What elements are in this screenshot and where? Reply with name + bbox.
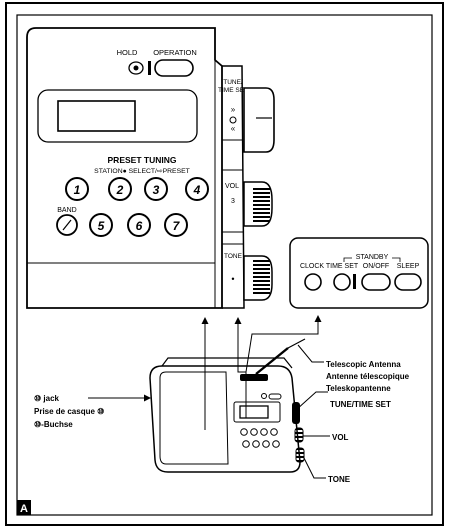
svg-text:1: 1 bbox=[74, 183, 81, 197]
hold-label: HOLD bbox=[117, 48, 138, 57]
tune-arrows-icon: » bbox=[231, 105, 236, 114]
vol-step-label: 3 bbox=[231, 198, 235, 205]
antenna-icon bbox=[255, 338, 306, 375]
jack-label-fr: Prise de casque ⑩ bbox=[34, 407, 104, 416]
section-letter-box bbox=[17, 500, 31, 515]
hold-indicator bbox=[148, 61, 151, 75]
inner-frame bbox=[16, 14, 433, 516]
tune-center-dot bbox=[229, 116, 237, 124]
tune-rocker-knob[interactable] bbox=[243, 87, 275, 153]
side-control-strip bbox=[222, 65, 245, 309]
standby-label: STANDBY bbox=[356, 254, 389, 261]
operation-button[interactable] bbox=[154, 59, 194, 77]
svg-text:6: 6 bbox=[136, 219, 143, 233]
preset-button-6[interactable]: 6 bbox=[127, 213, 151, 237]
vol-dial[interactable] bbox=[243, 181, 273, 227]
standby-bracket bbox=[343, 257, 401, 262]
vol-label: VOL bbox=[225, 183, 239, 190]
jack-label-de: ⑩-Buchse bbox=[34, 420, 73, 429]
svg-text:7: 7 bbox=[173, 219, 181, 233]
time-set-label: TIME SET bbox=[326, 263, 359, 270]
band-button[interactable] bbox=[56, 214, 78, 236]
svg-text:4: 4 bbox=[193, 183, 201, 197]
radio-front-panel bbox=[26, 27, 223, 309]
tone-label: TONE bbox=[224, 253, 243, 260]
lcd-display bbox=[37, 89, 198, 143]
sleep-label: SLEEP bbox=[397, 263, 420, 270]
tune-label-line1: TUNE/ bbox=[223, 79, 243, 86]
antenna-label-en: Telescopic Antenna bbox=[326, 360, 401, 369]
tone-callout: TONE bbox=[328, 475, 351, 484]
preset-tuning-title: PRESET TUNING bbox=[108, 155, 177, 165]
band-label: BAND bbox=[57, 207, 76, 214]
jack-label-en: ⑩ jack bbox=[34, 394, 60, 403]
on-off-label: ON/OFF bbox=[363, 263, 389, 270]
hold-switch[interactable] bbox=[128, 61, 144, 75]
svg-text:5: 5 bbox=[98, 219, 105, 233]
tone-dot-label: • bbox=[231, 274, 234, 284]
leader-antenna bbox=[297, 344, 324, 363]
preset-button-7[interactable]: 7 bbox=[164, 213, 188, 237]
leader-to-clock-panel bbox=[245, 315, 322, 373]
leader-to-side-panel bbox=[234, 317, 247, 418]
tune-arrows-left-icon: « bbox=[231, 124, 236, 133]
preset-button-4[interactable]: 4 bbox=[185, 177, 209, 201]
tone-dial[interactable] bbox=[243, 255, 273, 301]
clock-label: CLOCK bbox=[300, 263, 324, 270]
antenna-label-de: Teleskopantenne bbox=[326, 384, 391, 393]
preset-button-3[interactable]: 3 bbox=[144, 177, 168, 201]
operation-label: OPERATION bbox=[153, 48, 197, 57]
standby-indicator bbox=[353, 274, 356, 289]
svg-text:2: 2 bbox=[116, 183, 124, 197]
tune-label-line2: TIME SET bbox=[218, 87, 248, 94]
tune-time-set-callout: TUNE/TIME SET bbox=[330, 400, 391, 409]
section-letter: A bbox=[20, 503, 28, 515]
preset-tuning-subtitle: STATION● SELECT/⇨PRESET bbox=[94, 168, 190, 175]
on-off-button[interactable] bbox=[361, 273, 391, 291]
svg-text:3: 3 bbox=[153, 183, 160, 197]
clock-button[interactable] bbox=[304, 273, 322, 291]
time-set-button[interactable] bbox=[333, 273, 351, 291]
preset-button-2[interactable]: 2 bbox=[108, 177, 132, 201]
preset-button-1[interactable]: 1 bbox=[65, 177, 89, 201]
leader-tune-time-set bbox=[295, 391, 328, 411]
leader-tone bbox=[303, 457, 326, 479]
preset-button-5[interactable]: 5 bbox=[89, 213, 113, 237]
clock-panel bbox=[289, 237, 429, 309]
antenna-label-fr: Antenne télescopique bbox=[326, 372, 410, 381]
vol-callout: VOL bbox=[332, 433, 349, 442]
sleep-button[interactable] bbox=[394, 273, 422, 291]
radio-overview bbox=[149, 357, 305, 473]
outer-frame bbox=[5, 2, 444, 526]
